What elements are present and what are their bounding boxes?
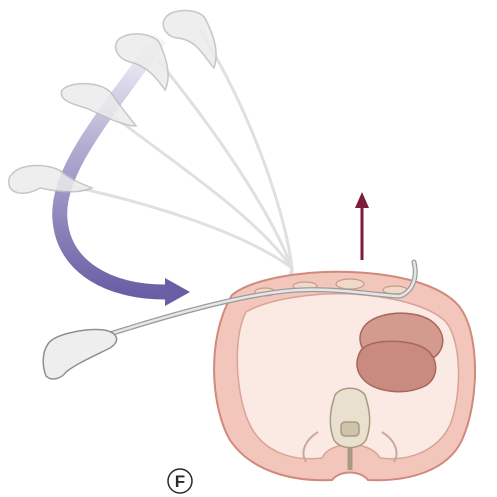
ghost-shaft-3 (106, 110, 294, 270)
ghost-handles (7, 9, 217, 194)
ghost-handle-1 (162, 9, 217, 70)
lift-arrow-head (355, 192, 369, 208)
ghost-handle-2 (114, 33, 169, 92)
retractor-handle (42, 328, 118, 380)
panel-label: F (167, 468, 193, 494)
ghost-shaft-1 (198, 28, 294, 270)
spine (302, 387, 398, 470)
motion-arrow-head (165, 278, 190, 306)
motion-arrow (52, 33, 190, 306)
retractor-instrument (42, 259, 418, 380)
ghost-handle-4 (7, 164, 94, 194)
chest-cross-section (213, 270, 477, 482)
heart (356, 312, 444, 393)
ghost-shaft-2 (156, 58, 294, 270)
panel-label-text: F (175, 472, 185, 491)
lift-arrow (355, 192, 369, 260)
ghost-handle-3 (60, 82, 138, 127)
